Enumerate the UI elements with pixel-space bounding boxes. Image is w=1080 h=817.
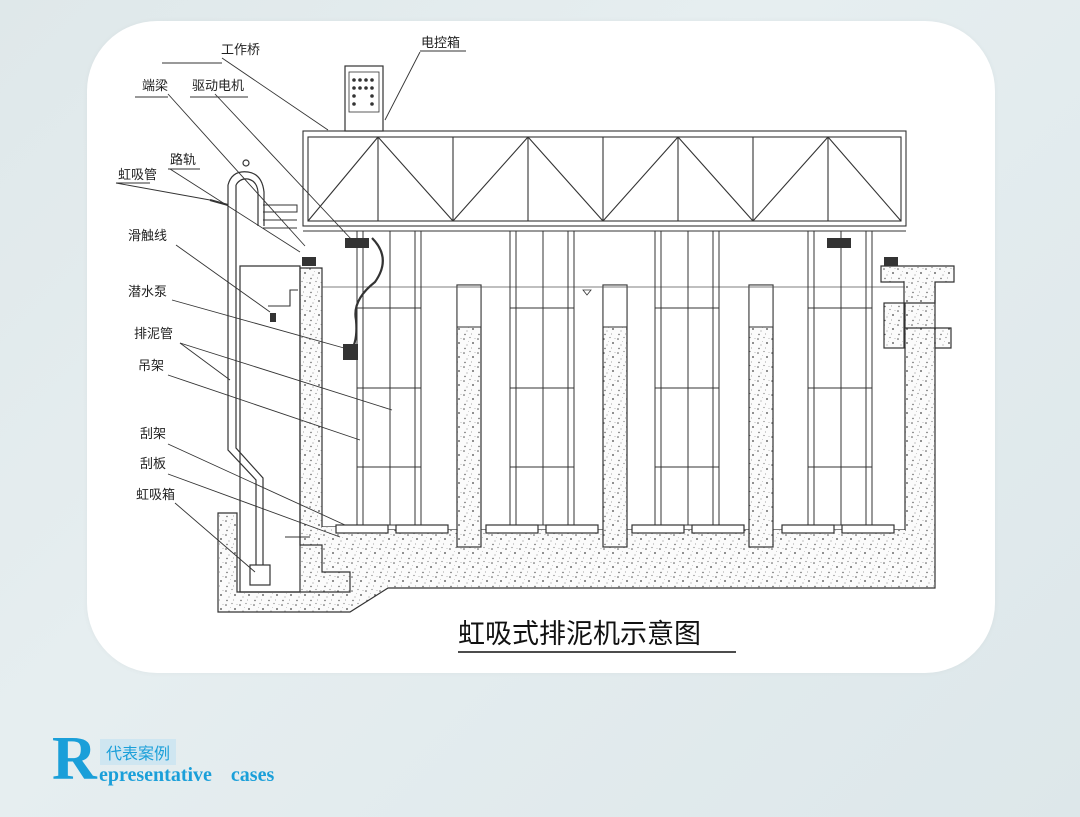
label-sliding-wire: 滑触线	[128, 229, 167, 244]
right-wall-cap	[880, 265, 955, 349]
label-rail: 路轨	[170, 152, 196, 168]
label-sludge-pipe: 排泥管	[134, 327, 173, 342]
control-box	[344, 65, 384, 132]
label-scraper-plate: 刮板	[140, 457, 166, 472]
stairs	[263, 204, 298, 229]
label-drive-motor: 驱动电机	[192, 79, 244, 94]
pump-hose	[349, 237, 384, 353]
water-level-mark	[582, 289, 592, 296]
dividing-walls	[456, 284, 774, 548]
label-siphon-box: 虹吸箱	[136, 487, 175, 503]
left-wall	[239, 265, 351, 593]
label-hanger: 吊架	[138, 359, 164, 374]
label-siphon-pipe: 虹吸管	[118, 168, 157, 183]
section-initial: R	[52, 725, 97, 793]
section-label-en: epresentative cases	[99, 764, 275, 786]
tank-concrete-body	[217, 267, 936, 613]
wall-caps	[456, 284, 774, 328]
truss-bridge	[302, 130, 907, 232]
scraper-plates	[335, 524, 895, 534]
label-control-box: 电控箱	[421, 35, 460, 51]
sliding-wire-collector	[270, 313, 276, 322]
hanger-frames	[356, 230, 873, 526]
right-bracket	[883, 302, 905, 349]
label-submersible-pump: 潜水泵	[128, 285, 167, 300]
drive-motors	[302, 238, 898, 266]
diagram-title: 虹吸式排泥机示意图	[458, 619, 701, 650]
leader-lines	[115, 50, 466, 573]
label-end-beam: 端梁	[142, 79, 168, 94]
siphon-pipe	[209, 159, 271, 586]
label-scraper-frame: 刮架	[140, 427, 166, 442]
section-label-cn: 代表案例	[100, 739, 177, 765]
sliding-wire-bracket	[268, 289, 298, 307]
label-work-bridge: 工作桥	[221, 43, 260, 58]
submersible-pump-body	[343, 344, 358, 360]
